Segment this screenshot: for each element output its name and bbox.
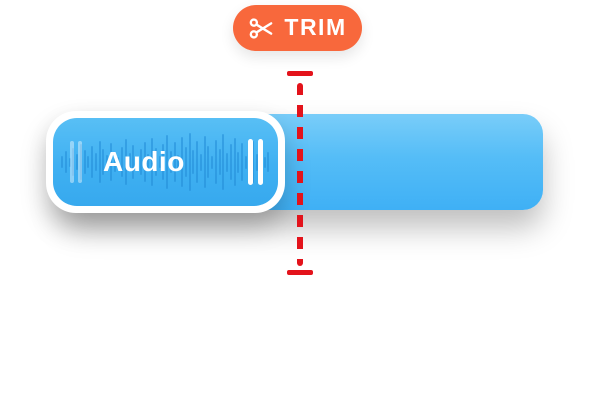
trim-line-bottom-cap bbox=[287, 270, 313, 275]
waveform-bar bbox=[117, 157, 120, 167]
waveform-bar bbox=[181, 137, 183, 187]
waveform-bar bbox=[173, 142, 176, 182]
waveform-bar bbox=[256, 153, 258, 171]
scissors-icon bbox=[250, 17, 273, 39]
waveform-bar bbox=[237, 151, 240, 173]
waveform-bar bbox=[68, 157, 71, 167]
handle-bar bbox=[78, 141, 82, 183]
waveform-bar bbox=[218, 149, 221, 175]
waveform-bar bbox=[241, 143, 243, 181]
waveform-bar bbox=[136, 155, 138, 169]
waveform-bar bbox=[211, 155, 213, 169]
waveform-bar bbox=[106, 155, 108, 169]
waveform-bar bbox=[132, 145, 135, 179]
waveform-bar bbox=[158, 156, 161, 168]
audio-clip-label: Audio bbox=[103, 146, 185, 177]
handle-bar bbox=[258, 139, 263, 185]
waveform-bar bbox=[177, 154, 180, 170]
waveform-bar bbox=[263, 156, 266, 168]
waveform-bar bbox=[79, 144, 82, 180]
waveform-bar bbox=[229, 144, 232, 180]
waveform-bar bbox=[151, 138, 153, 186]
waveform-bar bbox=[124, 139, 127, 185]
audio-clip-selected[interactable]: Audio bbox=[46, 111, 285, 213]
waveform-bar bbox=[128, 153, 131, 171]
waveform-bar bbox=[196, 141, 198, 183]
trim-badge-label: TRIM bbox=[284, 13, 347, 40]
waveform-bar bbox=[87, 156, 90, 168]
waveform-bar bbox=[143, 142, 146, 182]
waveform-bar bbox=[192, 150, 195, 174]
waveform-bar bbox=[76, 154, 78, 170]
waveform-bar bbox=[72, 148, 75, 176]
left-trim-handle[interactable] bbox=[70, 141, 82, 183]
waveform-bar bbox=[184, 147, 187, 177]
trim-line-dashes bbox=[297, 83, 303, 266]
waveform-bar bbox=[199, 153, 202, 171]
waveform-bar bbox=[162, 144, 165, 180]
waveform-bar bbox=[109, 143, 112, 181]
waveform-bar bbox=[166, 135, 168, 189]
audio-clip-body: Audio bbox=[53, 118, 278, 206]
waveform-bar bbox=[83, 150, 86, 174]
waveform-bar bbox=[61, 156, 63, 168]
waveform-bar bbox=[222, 134, 225, 190]
waveform-bar bbox=[154, 148, 157, 176]
waveform-bar bbox=[64, 151, 67, 173]
waveform-bar bbox=[267, 152, 270, 172]
trim-cut-line[interactable] bbox=[287, 71, 313, 276]
waveform-bar bbox=[207, 146, 210, 178]
right-trim-handle[interactable] bbox=[248, 139, 263, 185]
waveform-bar bbox=[226, 152, 228, 172]
trim-badge[interactable]: TRIM bbox=[233, 5, 362, 51]
waveform-bar bbox=[113, 152, 116, 172]
waveform-bar bbox=[252, 141, 255, 183]
handle-bar bbox=[70, 141, 74, 183]
waveform-bar bbox=[214, 140, 217, 184]
waveform-bar bbox=[102, 149, 105, 175]
waveform-bar bbox=[188, 133, 191, 191]
waveform-bar bbox=[203, 136, 206, 188]
waveform-bar bbox=[98, 141, 101, 183]
trim-line-top-cap bbox=[287, 71, 313, 76]
waveform-bar bbox=[244, 155, 247, 169]
waveform-bar bbox=[147, 154, 150, 170]
waveform-bar bbox=[169, 151, 172, 173]
waveform-bar bbox=[91, 146, 93, 178]
waveform-bar bbox=[94, 153, 97, 171]
waveform-icon bbox=[53, 118, 278, 206]
handle-bar bbox=[248, 139, 253, 185]
waveform-bar bbox=[121, 147, 123, 177]
waveform-bar bbox=[139, 149, 142, 175]
waveform-bar bbox=[233, 138, 236, 186]
